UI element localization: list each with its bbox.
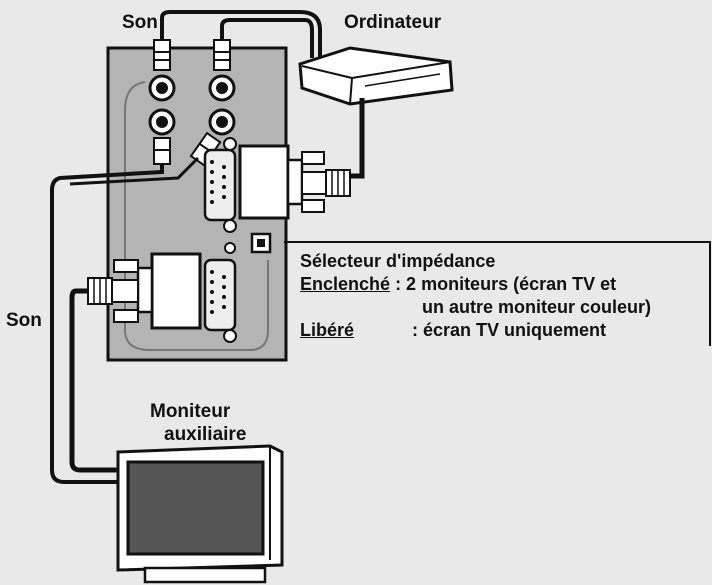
audio-jack-top-right [208,74,236,102]
label-son-left: Son [6,310,42,331]
audio-cable-left-to-computer [160,10,322,58]
audio-plug-lower-left [153,137,171,165]
label-auxiliaire: auxiliaire [164,424,247,445]
legend-bracket [284,241,711,346]
audio-cable-right-to-computer [220,18,314,58]
legend-value-enclenche-1: : 2 moniteurs (écran TV et [395,274,617,294]
audio-plug-top-left [153,39,171,71]
video-cable-to-monitor [69,288,122,473]
audio-jack-bottom-right [208,108,236,136]
impedance-selector-switch [250,232,272,254]
label-moniteur: Moniteur [150,401,231,422]
legend-key-enclenche: Enclenché [300,274,391,294]
legend-key-libere: Libéré [300,320,355,340]
auxiliary-monitor [116,444,284,584]
audio-cable-to-monitor [50,164,164,484]
legend-title: Sélecteur d'impédance [300,251,496,271]
audio-jack-top-left [148,74,176,102]
impedance-legend: Sélecteur d'impédance Enclenché : 2 moni… [300,250,651,342]
label-ordinateur: Ordinateur [344,12,442,33]
label-son-top: Son [122,12,158,33]
panel-inner-wire [124,81,269,351]
legend-row-enclenche: Enclenché : 2 moniteurs (écran TV et [300,273,651,296]
audio-jack-bottom-left [148,108,176,136]
monitor-screen [126,460,265,556]
legend-value-libere: : écran TV uniquement [412,320,607,340]
video-cable-computer [350,98,365,179]
audio-cable-secondary [69,156,200,186]
legend-row-libere: Libéré : écran TV uniquement [300,319,651,342]
video-port-top [203,137,237,233]
legend-value-enclenche-2: un autre moniteur couleur) [422,297,652,317]
computer [298,46,454,106]
monitor-stand [143,566,267,584]
video-port-bottom [203,258,237,343]
audio-plug-top-right [213,39,231,71]
video-adapter-top [238,144,351,220]
indicator-light [224,242,236,254]
